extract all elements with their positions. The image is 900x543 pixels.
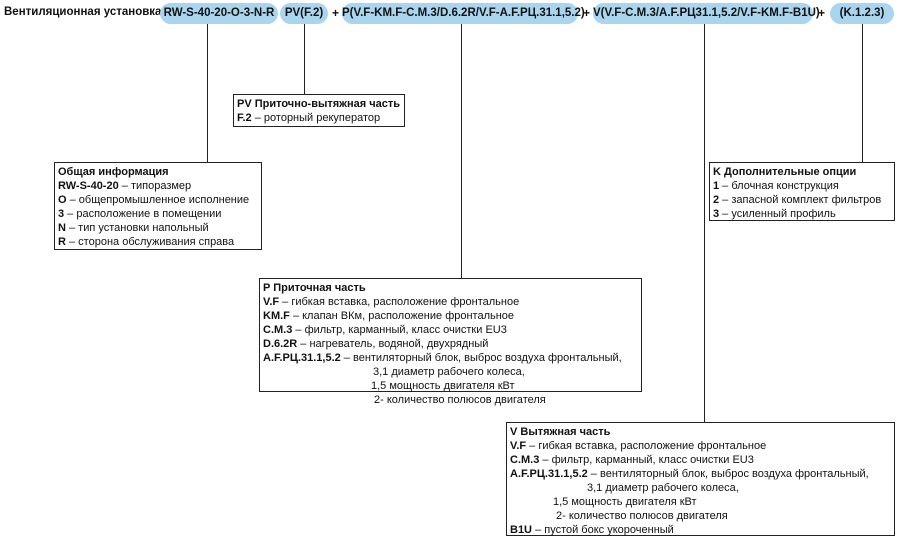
box-v-row: V.F – гибкая вставка, расположение фронт… <box>510 440 767 452</box>
box-pv-row: F.2 – роторный рекуператор <box>237 112 381 124</box>
box-p-continuation: 1,5 мощность двигателя кВт <box>371 380 515 392</box>
separator-plus-1: + <box>332 6 340 20</box>
box-v-continuation: 2- количество полюсов двигателя <box>556 510 728 522</box>
box-p-continuation: 3,1 диаметр рабочего колеса, <box>373 366 525 378</box>
box-general-row: O – общепромышленное исполнение <box>58 194 250 206</box>
box-v-row: A.F.РЦ.31.1,5.2 – вентиляторный блок, вы… <box>510 468 869 480</box>
box-k-header: K Дополнительные опции <box>713 166 857 178</box>
pill-base-code: RW-S-40-20-O-3-N-R <box>160 3 278 24</box>
box-p-header: P Приточная часть <box>263 282 366 294</box>
box-general-row: 3 – расположение в помещении <box>58 208 222 220</box>
box-p-row: A.F.РЦ.31.1,5.2 – вентиляторный блок, вы… <box>263 352 622 364</box>
box-v-row: C.M.3 – фильтр, карманный, класс очистки… <box>510 454 754 466</box>
box-v-exhaust: V Вытяжная часть V.F – гибкая вставка, р… <box>506 422 895 536</box>
pill-v-code: V(V.F-C.M.3/A.F.РЦ31.1,5.2/V.F-KM.F-B1U) <box>593 3 820 24</box>
connector-k <box>862 24 863 162</box>
box-p-row: KM.F – клапан ВКм, расположение фронталь… <box>263 310 515 322</box>
box-general-info: Общая информация RW-S-40-20 – типоразмер… <box>54 162 262 250</box>
connector-v <box>704 24 705 422</box>
box-general-row: N – тип установки напольный <box>58 222 209 234</box>
diagram-title: Вентиляционная установка <box>4 6 162 18</box>
box-p-supply: P Приточная часть V.F – гибкая вставка, … <box>259 278 642 406</box>
box-p-row: D.6.2R – нагреватель, водяной, двухрядны… <box>263 338 489 350</box>
pill-p-code: P(V.F-KM.F-C.M.3/D.6.2R/V.F-A.F.РЦ.31.1,… <box>342 3 585 24</box>
pill-pv-code: PV(F.2) <box>280 3 328 24</box>
connector-p <box>461 24 462 278</box>
separator-plus-2: + <box>583 6 591 20</box>
box-k-row: 3 – усиленный профиль <box>713 208 836 220</box>
box-v-continuation: 1,5 мощность двигателя кВт <box>553 496 697 508</box>
box-p-row: V.F – гибкая вставка, расположение фронт… <box>263 296 520 308</box>
box-general-header: Общая информация <box>58 166 169 178</box>
box-k-row: 1 – блочная конструкция <box>713 180 839 192</box>
box-k-options: K Дополнительные опции 1 – блочная конст… <box>709 162 895 221</box>
box-pv-header: PV Приточно-вытяжная часть <box>237 98 400 110</box>
box-general-row: R – сторона обслуживания справа <box>58 236 235 248</box>
box-v-header: V Вытяжная часть <box>510 426 611 438</box>
connector-general <box>207 24 208 162</box>
connector-pv <box>304 24 305 94</box>
box-v-row: B1U – пустой бокс укороченный <box>510 524 674 536</box>
box-p-row: C.M.3 – фильтр, карманный, класс очистки… <box>263 324 507 336</box>
pill-k-code: (K.1.2.3) <box>830 3 894 24</box>
box-pv-section: PV Приточно-вытяжная часть F.2 – роторны… <box>233 94 405 127</box>
box-v-continuation: 3,1 диаметр рабочего колеса, <box>587 482 739 494</box>
box-p-continuation: 2- количество полюсов двигателя <box>374 394 546 406</box>
box-general-row: RW-S-40-20 – типоразмер <box>58 180 192 192</box>
separator-plus-3: + <box>818 6 826 20</box>
box-k-row: 2 – запасной комплект фильтров <box>713 194 882 206</box>
